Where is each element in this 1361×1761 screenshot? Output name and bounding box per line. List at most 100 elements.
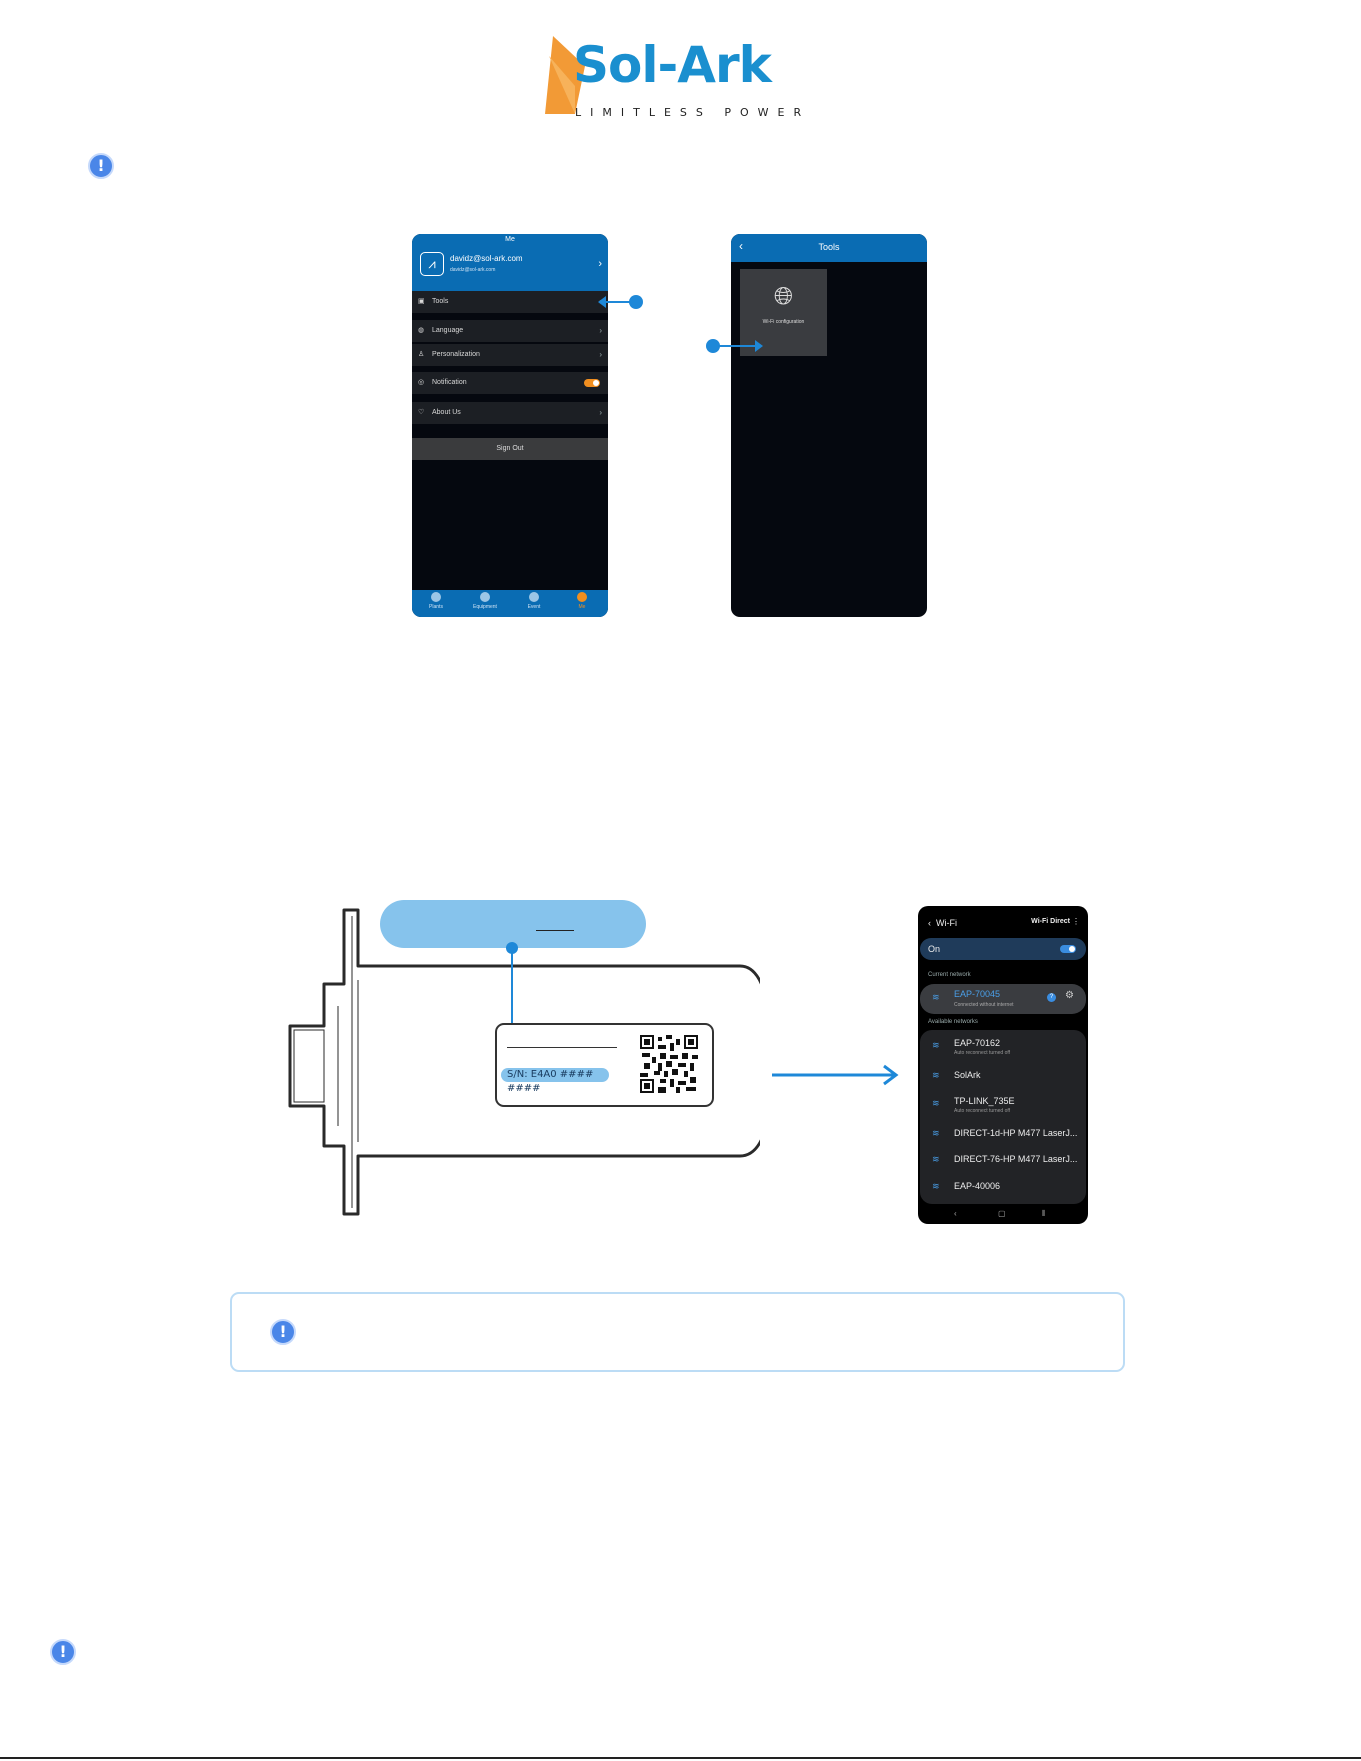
wifi-direct-button[interactable]: Wi-Fi Direct — [1031, 918, 1070, 925]
tab-label: Event — [527, 604, 541, 610]
callout-line — [602, 301, 636, 303]
wifi-signal-icon: ≋ — [932, 1098, 940, 1108]
footer-divider — [0, 1757, 1361, 1759]
device-label-plate: S/N: E4A0 #### #### — [495, 1023, 714, 1107]
list-item[interactable]: ≋ DIRECT-76-HP M477 LaserJ... — [920, 1146, 1086, 1174]
back-icon[interactable]: ‹ — [739, 239, 743, 253]
network-name: SolArk — [954, 1070, 981, 1080]
list-item[interactable]: ≋SolArk — [920, 1062, 1086, 1090]
wifi-configuration-tile[interactable]: 🌐︎ Wi-Fi configuration — [740, 269, 827, 356]
network-status: Auto reconnect turned off — [954, 1050, 1011, 1056]
menu-label: Notification — [432, 379, 467, 386]
arrow-right-icon — [755, 340, 763, 352]
tab-plants[interactable]: Plants — [416, 592, 456, 610]
globe-gear-icon: 🌐︎ — [773, 283, 794, 310]
network-name: EAP-70045 — [954, 989, 1001, 999]
callout-line — [716, 345, 756, 347]
network-name: EAP-70162 — [954, 1038, 1001, 1048]
network-name: DIRECT-76-HP M477 LaserJ... — [954, 1154, 1078, 1164]
me-icon — [577, 592, 587, 602]
wifi-on-row[interactable]: On — [920, 938, 1086, 960]
menu-item-tools[interactable]: ▣ Tools › — [412, 291, 608, 313]
sol-ark-logo: Sol-Ark LIMITLESS POWER — [545, 36, 815, 122]
android-wifi-screen: ‹ Wi-Fi Wi-Fi Direct ⋮ On Current networ… — [918, 906, 1088, 1224]
label-line — [507, 1047, 617, 1048]
menu-item-language[interactable]: ◍ Language › — [412, 320, 608, 342]
current-network-header: Current network — [928, 972, 971, 978]
list-item[interactable]: ≋ EAP-40006 — [920, 1173, 1086, 1201]
network-name: EAP-40006 — [954, 1181, 1001, 1191]
menu-label: About Us — [432, 409, 461, 416]
available-networks-header: Available networks — [928, 1019, 978, 1025]
arrow-left-icon — [598, 296, 606, 308]
chevron-right-icon: › — [599, 408, 602, 417]
tab-me[interactable]: Me — [562, 592, 602, 610]
wifi-signal-icon: ≋ — [932, 992, 940, 1002]
menu-item-about-us[interactable]: ♡ About Us › — [412, 402, 608, 424]
chevron-right-icon: › — [599, 350, 602, 359]
callout-line — [511, 950, 513, 1068]
back-icon[interactable]: ‹ — [928, 918, 931, 928]
account-email: davidz@sol-ark.com — [450, 254, 523, 263]
plants-icon — [431, 592, 441, 602]
info-icon: ! — [270, 1319, 296, 1345]
wifi-signal-icon: ≋ — [932, 1128, 940, 1138]
me-title: Me — [505, 236, 515, 243]
heart-icon: ♡ — [418, 409, 425, 416]
tab-event[interactable]: Event — [514, 592, 554, 610]
info-icon[interactable]: ? — [1047, 993, 1056, 1002]
tab-equipment[interactable]: Equipment — [465, 592, 505, 610]
more-options-icon[interactable]: ⋮ — [1072, 917, 1080, 926]
tab-label: Plants — [429, 604, 443, 610]
account-email-sub: davidz@sol-ark.com — [450, 267, 496, 273]
wifi-signal-icon: ≋ — [932, 1181, 940, 1191]
network-name: DIRECT-1d-HP M477 LaserJ... — [954, 1128, 1078, 1138]
wifi-on-label: On — [928, 944, 941, 954]
bell-icon: ◎ — [418, 379, 425, 386]
tab-label: Me — [578, 604, 586, 610]
nav-back-icon[interactable]: ‹ — [954, 1209, 957, 1218]
note-box: ! — [230, 1292, 1125, 1372]
gear-icon[interactable]: ⚙ — [1065, 990, 1074, 1001]
wifi-toggle[interactable] — [1060, 945, 1076, 953]
info-icon: ! — [50, 1639, 76, 1665]
callout-dot — [629, 295, 643, 309]
me-screen: Me ⩘ davidz@sol-ark.com davidz@sol-ark.c… — [412, 234, 608, 617]
chevron-right-icon: › — [599, 326, 602, 335]
menu-item-notification[interactable]: ◎ Notification — [412, 372, 608, 394]
menu-item-personalization[interactable]: ♙ Personalization › — [412, 344, 608, 366]
sign-out-button[interactable]: Sign Out — [412, 438, 608, 460]
menu-label: Language — [432, 327, 464, 334]
tools-header: ‹ Tools — [731, 234, 927, 262]
chevron-right-icon[interactable]: › — [598, 258, 602, 270]
toolbox-icon: ▣ — [418, 298, 425, 305]
qr-code-icon — [640, 1035, 698, 1093]
sun-icon — [545, 36, 585, 114]
info-icon: ! — [88, 153, 114, 179]
tab-bar: Plants Equipment Event Me — [412, 590, 608, 617]
callout-dot — [706, 339, 720, 353]
menu-label: Personalization — [432, 351, 480, 358]
nav-recents-icon[interactable]: ⦀ — [1042, 1209, 1046, 1218]
nav-home-icon[interactable]: ▢ — [998, 1209, 1006, 1218]
wifi-signal-icon: ≋ — [932, 1154, 940, 1164]
event-icon — [529, 592, 539, 602]
serial-callout-pill — [380, 900, 646, 948]
network-status: Connected without internet — [954, 1002, 1014, 1008]
callout-dot — [506, 942, 518, 954]
list-item[interactable]: ≋ DIRECT-1d-HP M477 LaserJ... — [920, 1120, 1086, 1148]
avatar[interactable]: ⩘ — [420, 252, 444, 276]
tab-label: Equipment — [473, 604, 497, 610]
network-status: Auto reconnect turned off — [954, 1108, 1011, 1114]
wifi-title-row: ‹ Wi-Fi — [928, 918, 957, 928]
wifi-title: Wi-Fi — [936, 918, 958, 928]
tools-screen: ‹ Tools 🌐︎ Wi-Fi configuration — [731, 234, 927, 617]
language-icon: ◍ — [418, 327, 425, 334]
current-network-row[interactable]: ≋ EAP-70045 Connected without internet ?… — [920, 984, 1086, 1014]
android-nav-bar: ‹ ▢ ⦀ — [918, 1209, 1088, 1221]
wifi-signal-icon: ≋ — [932, 1040, 940, 1050]
notification-toggle[interactable] — [584, 379, 600, 387]
